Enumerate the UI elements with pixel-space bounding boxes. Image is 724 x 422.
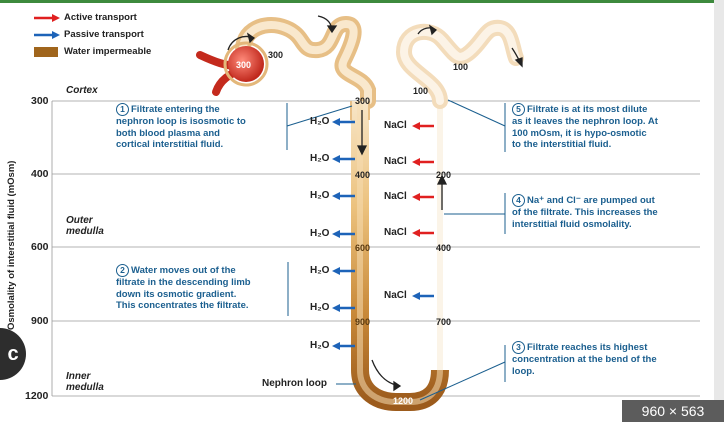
note-3-number: 3 xyxy=(512,341,525,354)
nacl-active-arrows xyxy=(412,122,434,237)
proximal-tubule-lumen xyxy=(239,19,372,105)
water-label-6: H₂O xyxy=(310,302,330,313)
note-5-text: Filtrate is at its most dilute as it lea… xyxy=(512,104,658,150)
water-label-1: H₂O xyxy=(310,116,330,127)
nacl-label-4: NaCl xyxy=(384,227,407,238)
note-4-number: 4 xyxy=(512,194,525,207)
callout-lines xyxy=(286,99,506,401)
nacl-label-2: NaCl xyxy=(384,156,407,167)
legend-active-label: Active transport xyxy=(64,12,137,23)
value-distal-tubule: 100 xyxy=(453,62,469,72)
tick-600: 600 xyxy=(31,241,49,253)
flow-arrows xyxy=(227,15,523,392)
descending-limb-lumen xyxy=(357,101,443,405)
tick-300: 300 xyxy=(31,95,49,107)
distal-tubule-lumen xyxy=(399,23,520,105)
glomerulus xyxy=(228,46,264,82)
nacl-passive-arrow xyxy=(412,292,434,300)
descending-limb xyxy=(351,101,449,411)
tick-1200: 1200 xyxy=(25,390,49,402)
value-ascending-700: 700 xyxy=(436,317,452,327)
note-3-text: Filtrate reaches its highest concentrati… xyxy=(512,342,657,377)
value-ascending-100: 100 xyxy=(413,86,429,96)
water-label-3: H₂O xyxy=(310,190,330,201)
note-5-number: 5 xyxy=(512,103,525,116)
zone-cortex: Cortex xyxy=(66,85,98,96)
legend-impermeable-label: Water impermeable xyxy=(64,46,152,57)
note-1-text: Filtrate entering the nephron loop is is… xyxy=(116,104,246,150)
zone-inner-medulla: Inner medulla xyxy=(66,371,104,393)
nacl-label-3: NaCl xyxy=(384,191,407,202)
descending-limb-top xyxy=(350,101,370,120)
note-1-number: 1 xyxy=(116,103,129,116)
nacl-label-5: NaCl xyxy=(384,290,407,301)
water-label-5: H₂O xyxy=(310,265,330,276)
image-size-badge: 960 × 563 xyxy=(622,400,724,422)
side-scrollbar xyxy=(714,0,724,418)
y-axis-title: Osmolality of interstitial fluid (mOsm) xyxy=(6,160,17,330)
bowmans-capsule xyxy=(223,41,269,87)
value-ascending-400: 400 xyxy=(436,243,452,253)
note-4-text: Na⁺ and Cl⁻ are pumped out of the filtra… xyxy=(512,195,658,230)
nephron-loop-label: Nephron loop xyxy=(262,378,327,389)
value-bend-1200: 1200 xyxy=(393,396,414,406)
value-descending-600: 600 xyxy=(355,243,371,253)
tick-400: 400 xyxy=(31,168,49,180)
value-glomerulus: 300 xyxy=(236,60,252,70)
legend-swatches xyxy=(34,14,60,57)
value-proximal-tubule: 300 xyxy=(268,50,284,60)
nacl-label-1: NaCl xyxy=(384,120,407,131)
note-2-text: Water moves out of the filtrate in the d… xyxy=(116,265,251,311)
tick-900: 900 xyxy=(31,315,49,327)
value-descending-300: 300 xyxy=(355,96,371,106)
zone-outer-medulla: Outer medulla xyxy=(66,215,104,237)
water-label-2: H₂O xyxy=(310,153,330,164)
water-arrows xyxy=(332,118,355,350)
value-ascending-200: 200 xyxy=(436,170,452,180)
value-descending-400: 400 xyxy=(355,170,371,180)
top-border xyxy=(0,0,714,3)
water-label-4: H₂O xyxy=(310,228,330,239)
water-label-7: H₂O xyxy=(310,340,330,351)
note-2-number: 2 xyxy=(116,264,129,277)
legend-passive-label: Passive transport xyxy=(64,29,144,40)
value-descending-900: 900 xyxy=(355,317,371,327)
